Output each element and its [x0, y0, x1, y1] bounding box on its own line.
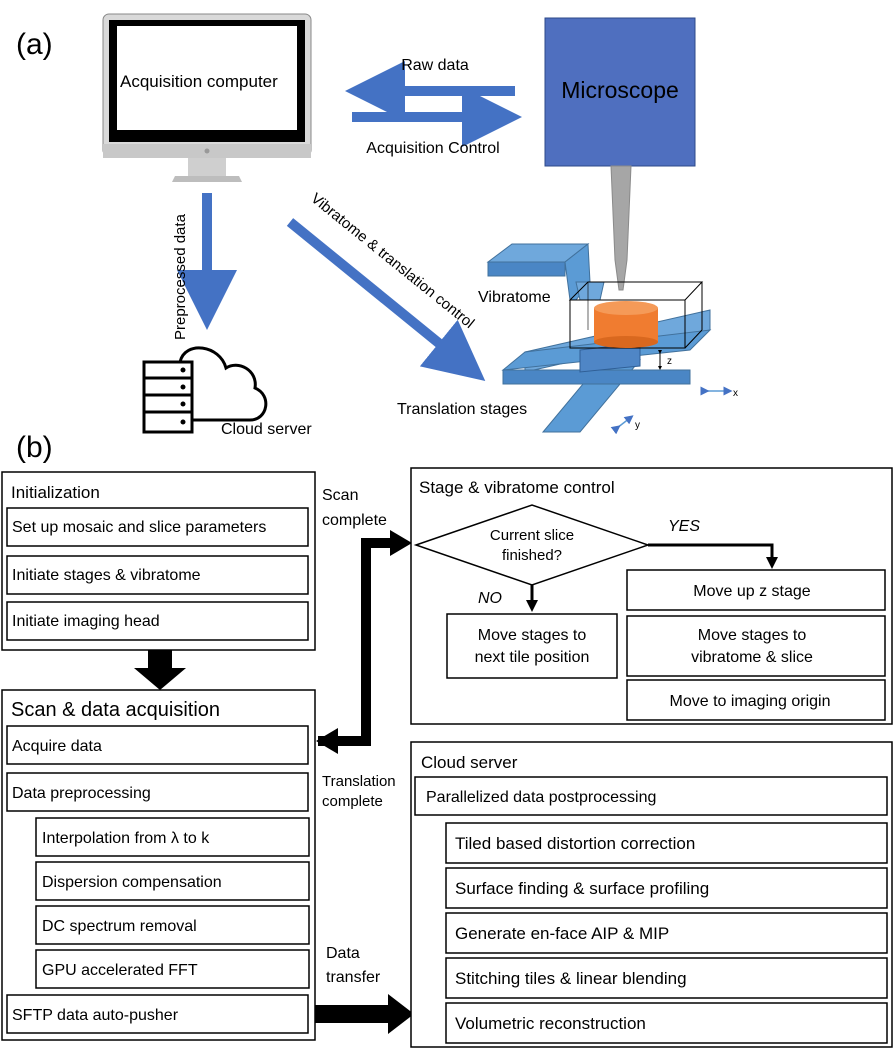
- scan-complete-arrowhead: [390, 530, 412, 556]
- axis-x-label: x: [733, 388, 738, 399]
- init-step-box: [6, 601, 309, 641]
- preprocess-substep-box: [35, 905, 310, 945]
- axis-y-label: y: [635, 420, 640, 431]
- cloud-substep-box: [445, 912, 888, 954]
- yes-step-label: Move stages to vibratome & slice: [691, 627, 813, 666]
- raw-data-label: Raw data: [401, 57, 469, 74]
- cloud-substep-label: Tiled based distortion correction: [455, 834, 695, 853]
- preprocess-substep-box: [35, 861, 310, 901]
- vibratome-label: Vibratome: [478, 289, 551, 306]
- decision-label: finished?: [502, 547, 562, 564]
- cloud-substep-box: [445, 867, 888, 909]
- panel-a-label: (a): [16, 28, 53, 61]
- cloud-substep-label: Surface finding & surface profiling: [455, 879, 709, 898]
- yes-step-label-line: vibratome & slice: [691, 649, 813, 666]
- init-step-box: [6, 555, 309, 595]
- yes-label: YES: [668, 518, 700, 535]
- preprocess-substep-box: [35, 817, 310, 857]
- cloud-step-label: Parallelized data postprocessing: [426, 789, 656, 806]
- cloud-substep-box: [445, 957, 888, 999]
- yes-step-box: [626, 615, 886, 677]
- yes-step-label: Move to imaging origin: [670, 693, 831, 710]
- yes-step-label-line: Move stages to: [698, 627, 807, 644]
- data-transfer-arrow: [315, 994, 414, 1034]
- cloud-icon: [178, 346, 268, 422]
- cloud-step-box: [414, 776, 888, 816]
- stage-control-title: Stage & vibratome control: [419, 478, 615, 497]
- cloud-server-title: Cloud server: [421, 753, 518, 772]
- scan-step-box: [6, 772, 309, 812]
- scan-step-box: [6, 994, 309, 1034]
- init-step-label: Initiate imaging head: [12, 613, 160, 630]
- vibratome-control-arrow: [286, 218, 486, 381]
- yes-branch-arrow: [648, 543, 778, 569]
- microscope-box: [544, 17, 696, 167]
- yes-step-box: [626, 679, 886, 721]
- stage-assembly: [486, 243, 733, 435]
- panel-b-label: (b): [16, 431, 53, 464]
- cloud-substep-box: [445, 1002, 888, 1044]
- init-step-box: [6, 507, 309, 547]
- no-branch-label: next tile position: [475, 649, 590, 666]
- preprocess-substep-label: DC spectrum removal: [42, 918, 197, 935]
- init-step-label: Initiate stages & vibratome: [12, 567, 201, 584]
- yes-step-box: [626, 569, 886, 611]
- scan-step-box: [6, 725, 309, 765]
- init-step-label: Set up mosaic and slice parameters: [12, 519, 266, 536]
- data-transfer-label: transfer: [326, 969, 381, 986]
- preprocess-substep-label: GPU accelerated FFT: [42, 962, 198, 979]
- scan-step-label: Data preprocessing: [12, 785, 151, 802]
- preprocessed-data-label: Preprocessed data: [172, 213, 189, 340]
- init-to-scan-arrow: [134, 650, 186, 690]
- acquisition-control-label: Acquisition Control: [366, 140, 499, 157]
- scan-stage-connector: [318, 538, 392, 746]
- translation-complete-label: Translation: [322, 773, 396, 790]
- no-branch-box: [446, 613, 618, 679]
- microscope-label: Microscope: [561, 77, 679, 103]
- preprocess-substep-box: [35, 949, 310, 989]
- translation-complete-arrowhead: [316, 728, 338, 754]
- computer-label: Acquisition computer: [120, 72, 278, 91]
- scan-complete-label: complete: [322, 512, 387, 529]
- cloud-substep-label: Volumetric reconstruction: [455, 1014, 646, 1033]
- scan-step-label: SFTP data auto-pusher: [12, 1007, 179, 1024]
- initialization-title: Initialization: [11, 483, 100, 502]
- cloud-substep-label: Generate en-face AIP & MIP: [455, 924, 669, 943]
- translation-complete-label: complete: [322, 793, 383, 810]
- server-icon: [142, 360, 194, 434]
- preprocess-substep-label: Interpolation from λ to k: [42, 830, 210, 847]
- axis-z-label: z: [667, 356, 672, 367]
- translation-stages-label: Translation stages: [397, 401, 527, 418]
- yes-step-label: Move up z stage: [693, 583, 811, 600]
- no-label: NO: [478, 590, 502, 607]
- cloud-substep-box: [445, 822, 888, 864]
- no-branch-label: Move stages to: [478, 627, 587, 644]
- data-transfer-label: Data: [326, 945, 360, 962]
- decision-label: Current slice: [490, 527, 574, 544]
- scan-title: Scan & data acquisition: [11, 699, 220, 721]
- computer-icon: [102, 13, 312, 182]
- objective-icon: [610, 165, 632, 291]
- cloud-substep-label: Stitching tiles & linear blending: [455, 969, 687, 988]
- scan-step-label: Acquire data: [12, 738, 102, 755]
- scan-complete-label: Scan: [322, 487, 358, 504]
- cloud-server-label: Cloud server: [221, 421, 312, 438]
- preprocess-substep-label: Dispersion compensation: [42, 874, 222, 891]
